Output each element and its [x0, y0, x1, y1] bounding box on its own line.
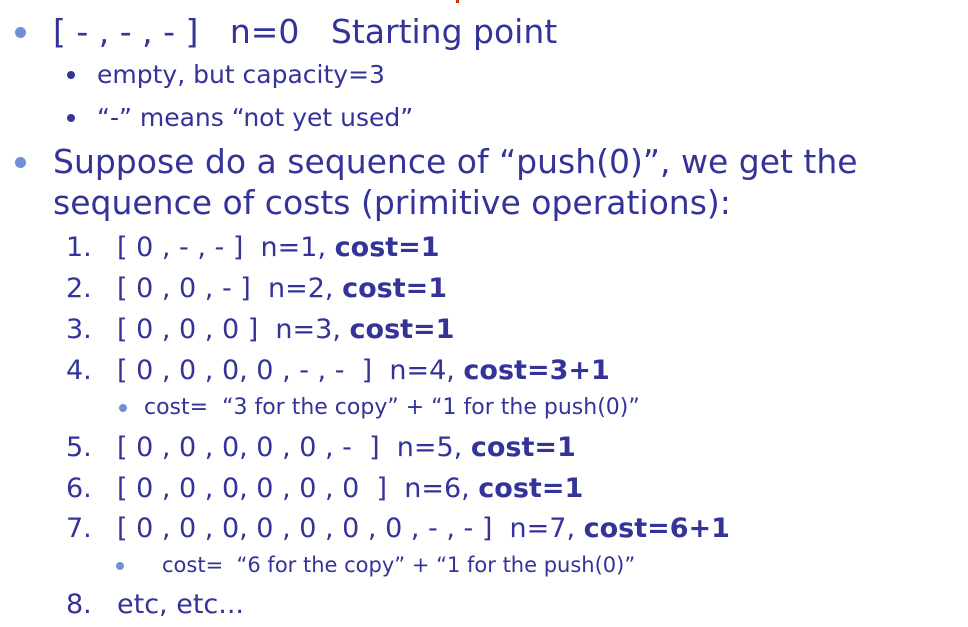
bullet-1-marker — [15, 27, 26, 38]
item-1-number: 1. — [66, 232, 92, 263]
item-1-array: [ 0 , - , - ] n=1, — [117, 232, 335, 263]
item-8-text: etc, etc... — [117, 589, 244, 620]
bullet-1-text: [ - , - , - ] n=0 Starting point — [53, 12, 558, 51]
item-6-array: [ 0 , 0 , 0, 0 , 0 , 0 ] n=6, — [117, 473, 479, 504]
item-7-number: 7. — [66, 513, 92, 544]
item-4-array: [ 0 , 0 , 0, 0 , - , - ] n=4, — [117, 355, 464, 386]
item-7-text: [ 0 , 0 , 0, 0 , 0 , 0 , 0 , - , - ] n=7… — [117, 515, 730, 542]
bullet-1-sub-2-marker — [67, 114, 75, 122]
item-7-note: cost= “6 for the copy” + “1 for the push… — [162, 553, 636, 577]
item-1-text: [ 0 , - , - ] n=1, cost=1 — [117, 234, 440, 261]
item-7-cost: cost=6+1 — [583, 513, 730, 544]
item-5-array: [ 0 , 0 , 0, 0 , 0 , - ] n=5, — [117, 432, 471, 463]
item-6-text: [ 0 , 0 , 0, 0 , 0 , 0 ] n=6, cost=1 — [117, 475, 583, 502]
bullet-2-line-1: Suppose do a sequence of “push(0)”, we g… — [53, 142, 858, 181]
item-4-cost: cost=3+1 — [463, 355, 610, 386]
bullet-2-marker — [15, 157, 26, 168]
bullet-1-sub-2-text: “-” means “not yet used” — [97, 103, 414, 132]
item-6-cost: cost=1 — [478, 473, 584, 504]
item-5-cost: cost=1 — [470, 432, 576, 463]
item-3-number: 3. — [66, 314, 92, 345]
item-2-cost: cost=1 — [342, 273, 448, 304]
item-4-text: [ 0 , 0 , 0, 0 , - , - ] n=4, cost=3+1 — [117, 357, 610, 384]
item-5-text: [ 0 , 0 , 0, 0 , 0 , - ] n=5, cost=1 — [117, 434, 576, 461]
item-2-number: 2. — [66, 273, 92, 304]
item-3-array: [ 0 , 0 , 0 ] n=3, — [117, 314, 350, 345]
item-5-number: 5. — [66, 432, 92, 463]
item-2-text: [ 0 , 0 , - ] n=2, cost=1 — [117, 275, 447, 302]
item-3-cost: cost=1 — [349, 314, 455, 345]
item-2-array: [ 0 , 0 , - ] n=2, — [117, 273, 343, 304]
item-1-cost: cost=1 — [334, 232, 440, 263]
item-4-number: 4. — [66, 355, 92, 386]
bullet-1-sub-1-marker — [67, 71, 75, 79]
item-3-text: [ 0 , 0 , 0 ] n=3, cost=1 — [117, 316, 454, 343]
item-8-number: 8. — [66, 589, 92, 620]
item-6-number: 6. — [66, 473, 92, 504]
slide-accent-mark — [456, 0, 459, 3]
item-4-note: cost= “3 for the copy” + “1 for the push… — [144, 395, 640, 420]
bullet-2-line-2: sequence of costs (primitive operations)… — [53, 183, 731, 222]
item-7-array: [ 0 , 0 , 0, 0 , 0 , 0 , 0 , - , - ] n=7… — [117, 513, 584, 544]
item-7-note-marker — [116, 562, 124, 570]
item-4-note-marker — [119, 404, 127, 412]
bullet-1-sub-1-text: empty, but capacity=3 — [97, 60, 385, 89]
